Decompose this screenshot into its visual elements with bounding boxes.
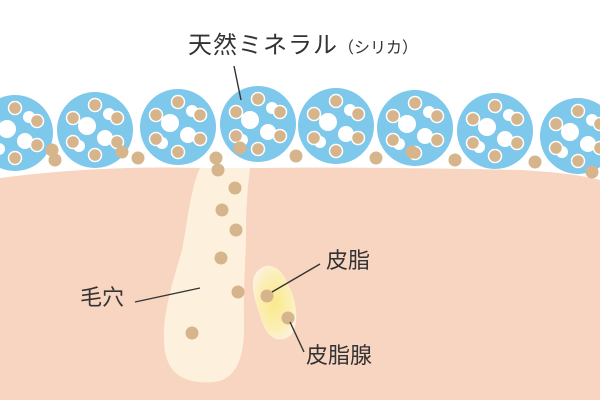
pore-shape <box>163 168 250 383</box>
mineral-cluster-icon <box>220 86 296 162</box>
sebum-leader-line <box>271 263 321 293</box>
sebum-particle-icon <box>229 223 243 237</box>
mineral-cluster-icon <box>298 88 374 164</box>
sebum-particle-icon <box>185 326 199 340</box>
sebum-label: 皮脂 <box>326 249 371 274</box>
skin-layer <box>0 167 600 400</box>
title-main: 天然ミネラル <box>188 31 338 59</box>
sebum-particle-icon <box>45 143 59 157</box>
mineral-layer <box>0 86 600 174</box>
sebum-particle-icon <box>215 203 229 217</box>
pore-label: 毛穴 <box>80 286 125 311</box>
sebum-particle-icon <box>48 153 62 167</box>
sebum-particle-icon <box>289 149 303 163</box>
sebum-particle-icon <box>131 151 145 165</box>
sebum-particle-icon <box>209 151 223 165</box>
sebum-particle-icon <box>115 145 129 159</box>
sebum-particle-icon <box>228 181 242 195</box>
sebum-particle-icon <box>585 165 599 179</box>
sebum-particle-icon <box>369 151 383 165</box>
sebum-particle-icon <box>231 285 245 299</box>
title-leader-line <box>233 65 242 101</box>
mineral-cluster-icon <box>0 95 53 171</box>
title-sub: （シリカ） <box>338 38 419 57</box>
sebum-particle-icon <box>281 311 295 325</box>
sebum-particle-icon <box>211 163 225 177</box>
sebum-particle-icon <box>260 289 274 303</box>
pore-leader-line <box>134 287 201 303</box>
mineral-cluster-icon <box>457 93 533 169</box>
sebum-particle-icon <box>233 141 247 155</box>
mineral-cluster-icon <box>540 98 600 174</box>
sebum-particle-icon <box>528 155 542 169</box>
sebaceous-gland-label: 皮脂腺 <box>306 344 373 369</box>
gland-leader-line <box>289 321 305 353</box>
sebum-particle-icon <box>214 251 228 265</box>
mineral-cluster-icon <box>140 89 216 165</box>
particle-layer <box>45 141 599 340</box>
mineral-title: 天然ミネラル（シリカ） <box>188 33 418 57</box>
sebum-particle-icon <box>448 153 462 167</box>
sebum-particle-icon <box>405 145 419 159</box>
mineral-cluster-icon <box>57 92 133 168</box>
